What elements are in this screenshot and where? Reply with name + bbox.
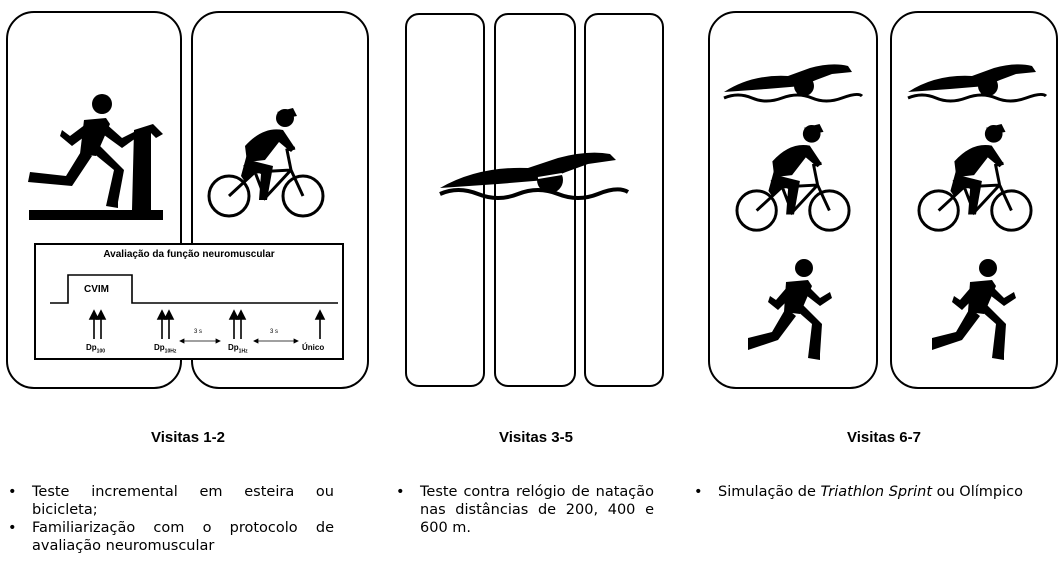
- dp10-arrows: [156, 309, 175, 339]
- swimmer-icon: [723, 64, 864, 103]
- list-item: Teste incremental em esteira ou biciclet…: [4, 483, 334, 519]
- dp1-label: Dp1Hz: [228, 343, 248, 355]
- cvim-label: CVIM: [84, 284, 109, 295]
- list-item: Teste contra relógio de natação nas dist…: [392, 483, 654, 537]
- visit-3-panel: [405, 13, 485, 387]
- triathlon-sprint-italic: Triathlon Sprint: [820, 484, 933, 500]
- neuromuscular-evaluation-box: Avaliação da função neuromuscular CVIM D…: [34, 243, 344, 360]
- dp100-label: Dp100: [86, 343, 106, 355]
- visit-1-2-bullets: Teste incremental em esteira ou biciclet…: [4, 483, 334, 555]
- visit-title-6-7: Visitas 6-7: [847, 429, 921, 446]
- cvim-signal-trace: [50, 274, 338, 344]
- visit-5-panel: [584, 13, 664, 387]
- cyclist-icon: [735, 124, 851, 232]
- visit-6-panel: [708, 11, 878, 389]
- unico-label: Único: [302, 343, 325, 352]
- visit-2-panel: [191, 11, 369, 389]
- visit-title-1-2: Visitas 1-2: [151, 429, 225, 446]
- list-item: Simulação de Triathlon Sprint ou Olímpic…: [690, 483, 1052, 501]
- visit-3-5-bullets: Teste contra relógio de natação nas dist…: [392, 483, 654, 537]
- list-item: Familiarização com o protocolo de avalia…: [4, 519, 334, 555]
- cyclist-icon: [917, 124, 1033, 232]
- dp10-label: Dp10Hz: [154, 343, 177, 355]
- visit-1-panel: [6, 11, 182, 389]
- swimmer-icon: [907, 64, 1048, 103]
- visit-6-7-bullets: Simulação de Triathlon Sprint ou Olímpic…: [690, 483, 1052, 501]
- swimmer-icon: [439, 152, 630, 200]
- visit-title-3-5: Visitas 3-5: [499, 429, 573, 446]
- dp1-arrows: [228, 309, 247, 339]
- runner-icon: [748, 259, 832, 360]
- visit-4-panel: [494, 13, 576, 387]
- treadmill-runner-icon: [28, 94, 163, 220]
- dp100-arrows: [88, 309, 107, 339]
- runner-icon: [932, 259, 1016, 360]
- visit-7-panel: [890, 11, 1058, 389]
- cyclist-icon: [207, 108, 325, 218]
- gap-label-2: 3 s: [270, 329, 279, 335]
- neuromuscular-title: Avaliação da função neuromuscular: [103, 249, 275, 260]
- single-arrow: [314, 309, 326, 339]
- gap-label-1: 3 s: [194, 329, 203, 335]
